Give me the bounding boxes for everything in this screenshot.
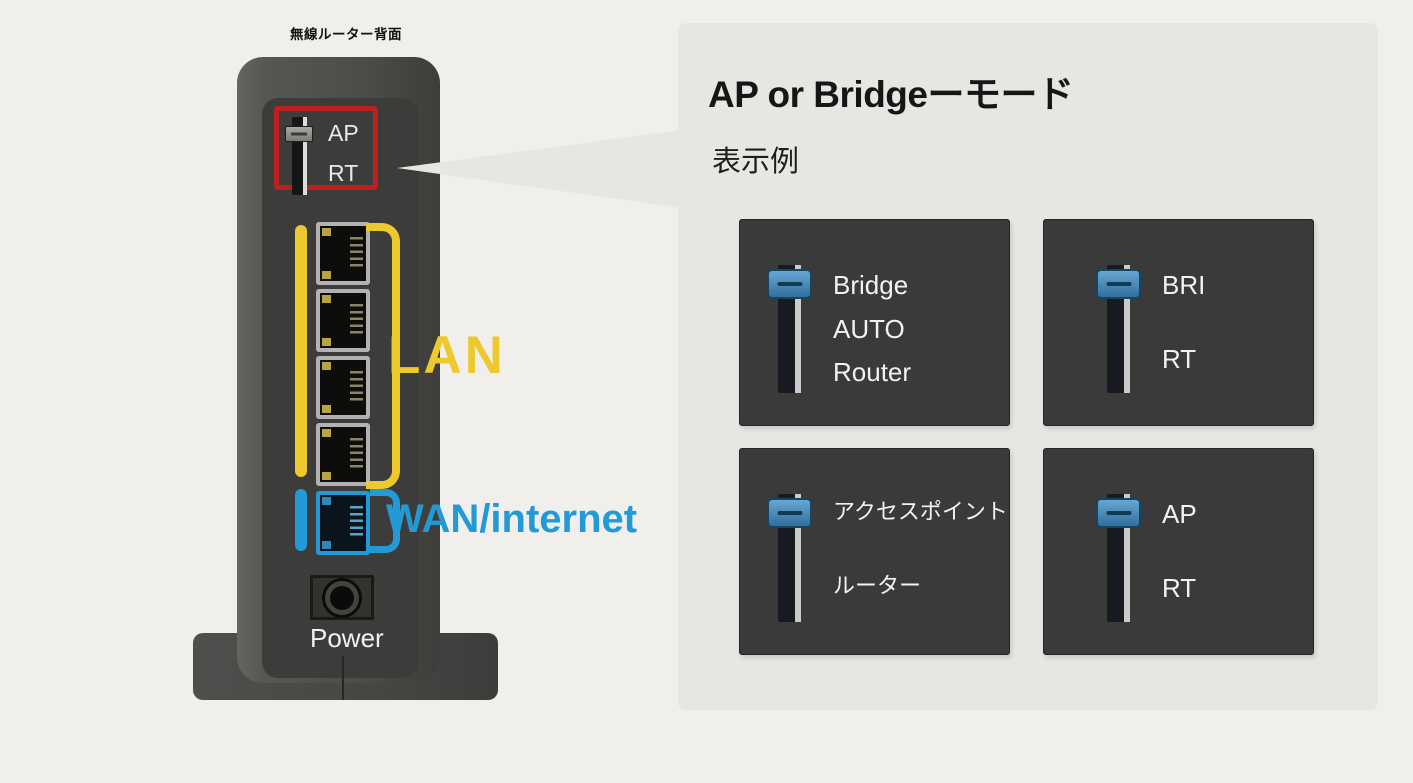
mode-example-tile-4: AP RT: [1043, 448, 1314, 655]
tile-label: Router: [833, 357, 912, 387]
tile-label: AP: [1162, 499, 1197, 529]
tile-label: BRI: [1162, 270, 1206, 300]
wan-color-bar: [295, 489, 307, 551]
slider-knob-slot: [1106, 511, 1131, 515]
panel-title: AP or Bridgeーモード: [708, 74, 1074, 115]
slider-knob: [1096, 498, 1141, 528]
slider-knob-slot: [777, 282, 802, 286]
slider-track-line: [795, 265, 801, 393]
power-jack-pin: [322, 577, 362, 618]
callout-pointer: [397, 130, 682, 208]
lan-bracket: [366, 223, 400, 489]
mode-switch-highlight-box: [274, 106, 378, 190]
mode-example-tile-1: Bridge AUTO Router: [739, 219, 1010, 426]
tile-label: RT: [1162, 344, 1197, 374]
mode-switch-knob: [285, 126, 313, 142]
lan-port-4: [316, 423, 370, 486]
lan-port-1: [316, 222, 370, 285]
power-jack: [310, 575, 374, 620]
port-pins: [350, 437, 363, 472]
tile-label: Bridge: [833, 270, 909, 300]
slider-knob-slot: [1106, 282, 1131, 286]
lan-color-bar: [295, 225, 307, 477]
mode-example-tile-3: アクセスポイント ルーター: [739, 448, 1010, 655]
tile-label: AUTO: [833, 314, 905, 344]
power-label: Power: [310, 623, 384, 653]
slider-knob: [767, 498, 812, 528]
tile-label: アクセスポイント: [833, 499, 1008, 524]
slider-track-line: [795, 494, 801, 622]
slider-knob-slot: [777, 511, 802, 515]
slider-knob: [767, 269, 812, 299]
mode-switch-label-rt: RT: [328, 160, 359, 186]
lan-port-3: [316, 356, 370, 419]
mode-switch-track-line: [303, 117, 307, 195]
wan-label: WAN/internet: [386, 497, 638, 541]
port-pins: [350, 506, 363, 540]
router-caption: 無線ルーター背面: [290, 27, 402, 42]
router-stand-seam: [342, 656, 344, 700]
info-panel: AP or Bridgeーモード 表示例 Bridge AUTO Router …: [678, 23, 1378, 710]
mode-switch-label-ap: AP: [328, 120, 359, 146]
lan-port-2: [316, 289, 370, 352]
port-pins: [350, 303, 363, 338]
tile-label: ルーター: [833, 573, 922, 598]
panel-subtitle: 表示例: [712, 146, 800, 178]
wan-port: [316, 491, 370, 555]
port-pins: [350, 236, 363, 271]
tile-label: RT: [1162, 573, 1197, 603]
mode-example-tile-2: BRI RT: [1043, 219, 1314, 426]
slider-knob: [1096, 269, 1141, 299]
slider-track-line: [1124, 265, 1130, 393]
port-pins: [350, 370, 363, 405]
mode-switch-knob-slot: [291, 132, 307, 136]
wan-bracket: [370, 489, 400, 553]
lan-label: LAN: [388, 326, 506, 385]
slider-track-line: [1124, 494, 1130, 622]
